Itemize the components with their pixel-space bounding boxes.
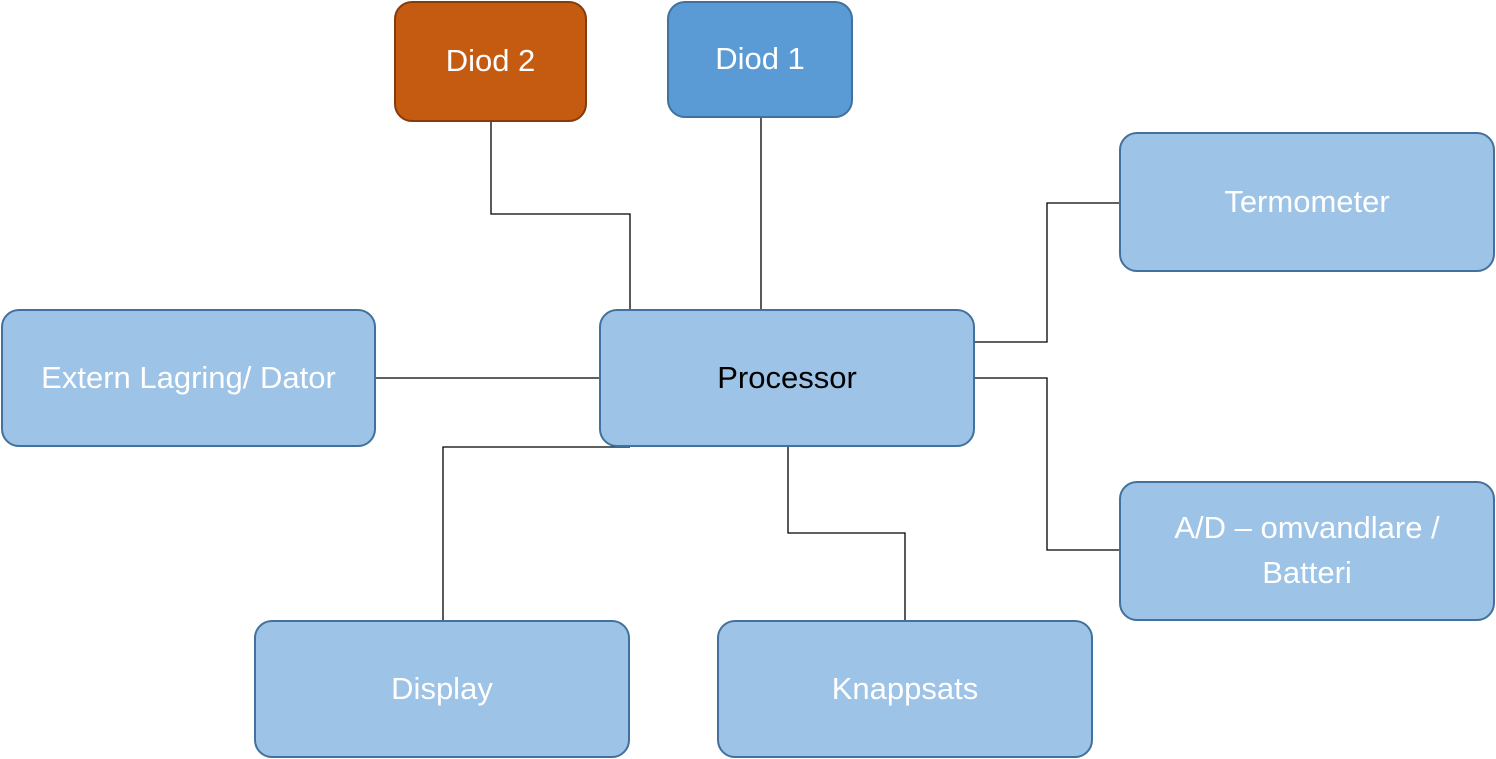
processor-node: Processor (599, 309, 975, 447)
diod-2-node: Diod 2 (394, 1, 587, 122)
connector-processor-diod2 (490, 122, 631, 309)
ad-omvandlare-batteri-label: A/D – omvandlare / Batteri (1164, 506, 1449, 596)
diod-2-label: Diod 2 (445, 43, 536, 79)
display-label: Display (391, 670, 493, 706)
extern-lagring-dator-node: Extern Lagring/ Dator (1, 309, 376, 447)
termometer-node: Termometer (1119, 132, 1495, 272)
extern-lagring-dator-label: Extern Lagring/ Dator (41, 359, 336, 395)
connector-processor-knappsats (787, 447, 906, 620)
knappsats-node: Knappsats (717, 620, 1093, 758)
processor-label: Processor (717, 359, 857, 395)
ad-omvandlare-label-line-2: Batteri (1262, 555, 1352, 590)
knappsats-label: Knappsats (831, 670, 979, 706)
ad-omvandlare-label-line-1: A/D – omvandlare / (1174, 510, 1440, 546)
connector-processor-display (442, 446, 630, 620)
diod-1-label: Diod 1 (715, 41, 805, 77)
display-node: Display (254, 620, 630, 758)
connector-processor-termometer (975, 202, 1119, 343)
ad-omvandlare-batteri-node: A/D – omvandlare / Batteri (1119, 481, 1495, 621)
connector-processor-ad-omvandlare (975, 377, 1119, 551)
termometer-label: Termometer (1224, 183, 1390, 219)
diod-1-node: Diod 1 (667, 1, 853, 118)
